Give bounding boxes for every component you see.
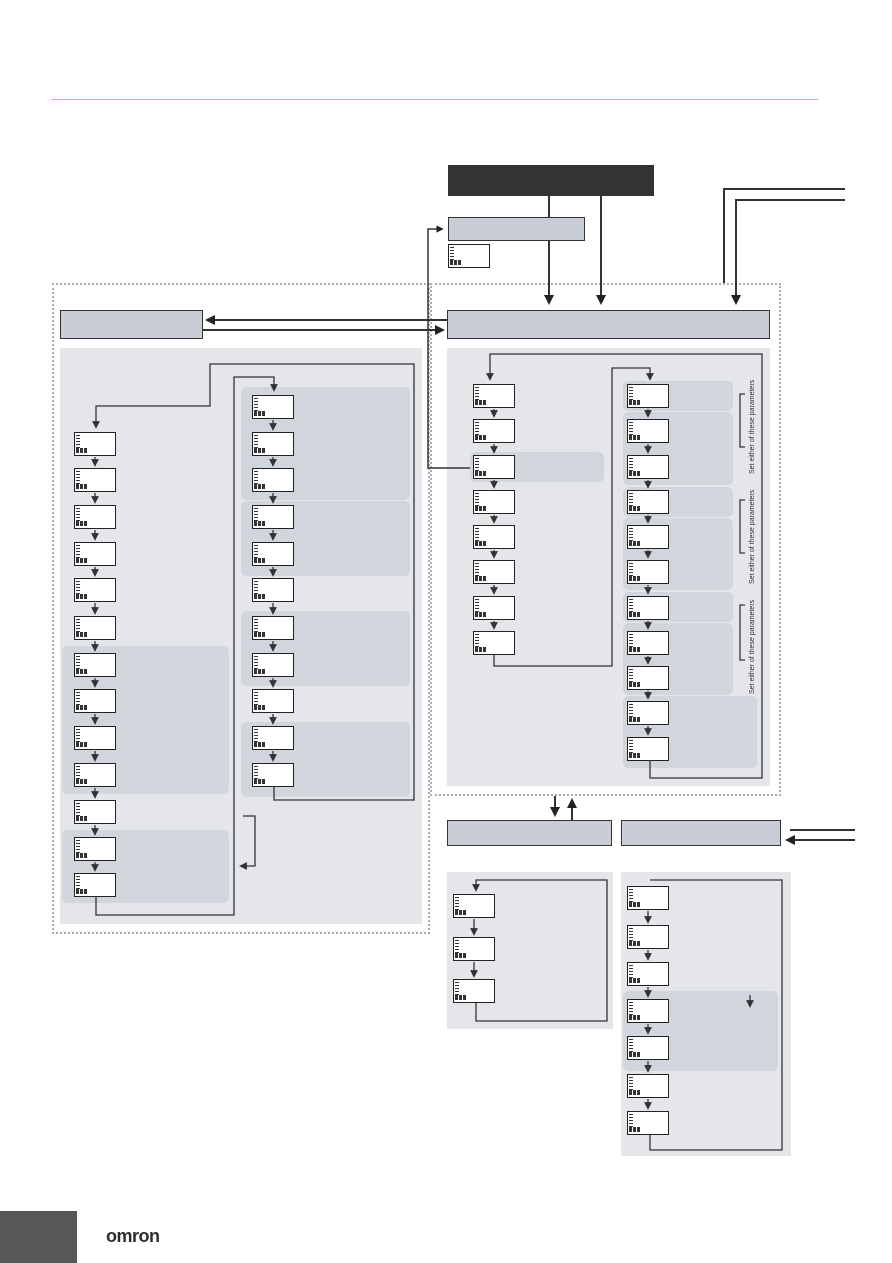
parameter-display [74,837,116,861]
parameter-display [627,419,669,443]
parameter-display [252,432,294,456]
initial-level-header [448,217,585,241]
parameter-display [627,560,669,584]
parameter-display [627,737,669,761]
side-note: Set either of these parameters [749,489,756,584]
parameter-display [627,384,669,408]
parameter-display [252,763,294,787]
parameter-display [74,763,116,787]
parameter-display [74,578,116,602]
page-tab [0,1211,77,1263]
header-accent-rule [52,99,818,100]
side-note: Set either of these parameters [749,599,756,694]
parameter-display [252,689,294,713]
parameter-display [627,1074,669,1098]
left-level-header [60,310,203,339]
parameter-display [473,631,515,655]
lower-left-level-header [447,820,612,846]
parameter-display [473,455,515,479]
parameter-display [252,653,294,677]
parameter-display [627,999,669,1023]
parameter-display [252,395,294,419]
parameter-display [627,631,669,655]
parameter-display [473,384,515,408]
side-note: Set either of these parameters [749,379,756,474]
parameter-display [74,653,116,677]
parameter-display [74,726,116,750]
parameter-display [473,490,515,514]
parameter-display [252,505,294,529]
parameter-display [74,542,116,566]
parameter-display [74,873,116,897]
parameter-display [74,432,116,456]
parameter-display [252,578,294,602]
right-level-frame [430,283,781,796]
parameter-display [627,596,669,620]
parameter-display [252,726,294,750]
parameter-display [473,596,515,620]
parameter-display [252,616,294,640]
parameter-display [473,419,515,443]
parameter-display [627,1036,669,1060]
power-on-block [448,165,654,196]
parameter-display [453,979,495,1003]
operation-level-header [447,310,770,339]
parameter-display [627,962,669,986]
parameter-display [627,701,669,725]
lower-right-level-header [621,820,781,846]
parameter-display [473,560,515,584]
parameter-display [627,490,669,514]
parameter-display [627,666,669,690]
parameter-display [74,800,116,824]
parameter-display [74,468,116,492]
brand-logo: omron [106,1226,160,1246]
parameter-display [74,689,116,713]
parameter-display [252,542,294,566]
parameter-display [627,886,669,910]
parameter-display [74,616,116,640]
parameter-display [74,505,116,529]
parameter-display [627,925,669,949]
parameter-display [453,894,495,918]
parameter-display [252,468,294,492]
display-parameter [448,244,490,268]
parameter-display [627,525,669,549]
parameter-display [627,1111,669,1135]
left-level-frame [52,283,430,934]
parameter-display [627,455,669,479]
parameter-display [473,525,515,549]
parameter-display [453,937,495,961]
